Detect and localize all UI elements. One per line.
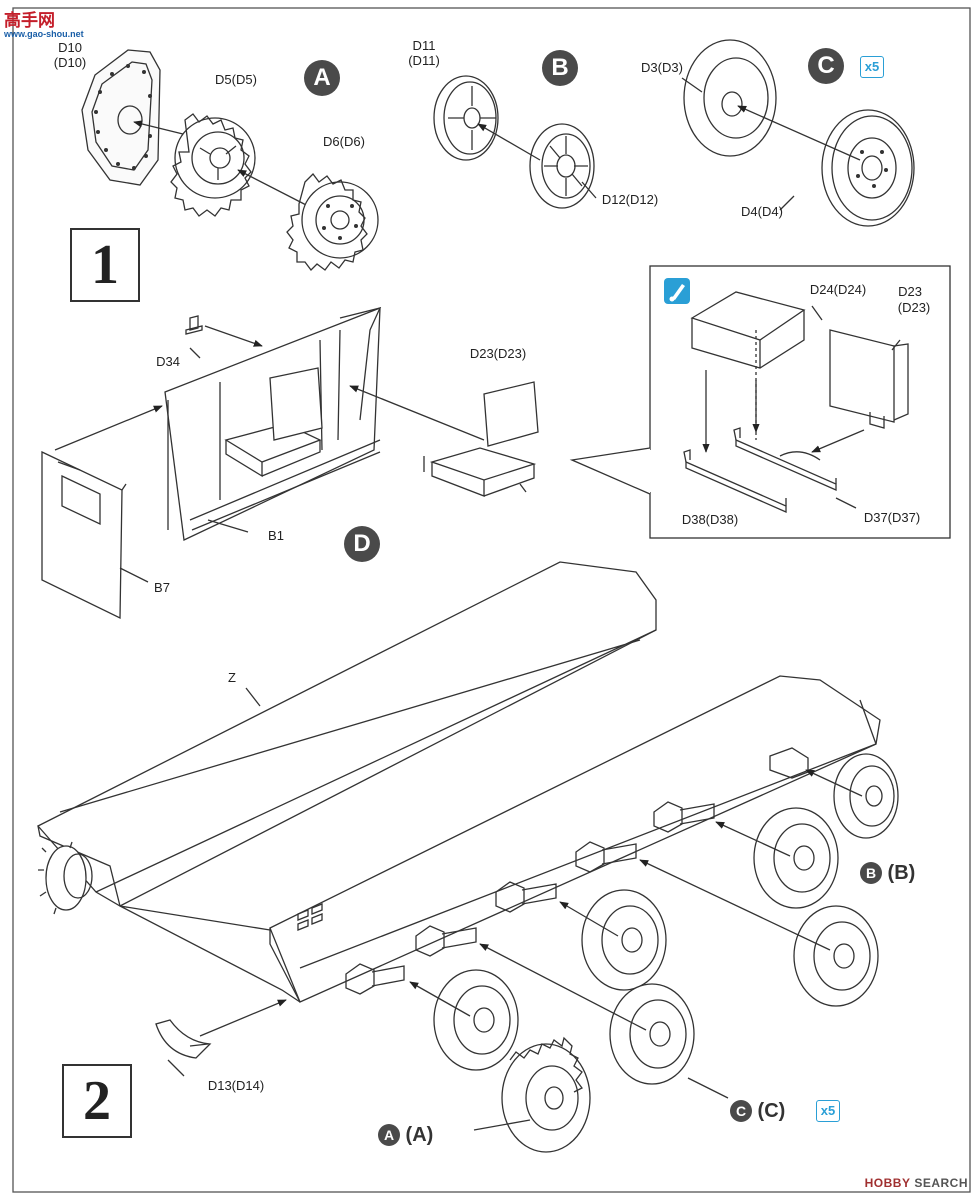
sprocket-step2 — [501, 1036, 591, 1153]
step-number-1: 1 — [70, 228, 140, 302]
label-b7: B7 — [154, 580, 170, 595]
callout-circle-a: A — [304, 60, 340, 96]
label-z: Z — [228, 670, 236, 685]
label-d4: D4(D4) — [741, 204, 783, 219]
callout-b-step2-paren: B — [894, 862, 909, 884]
label-d12: D12(D12) — [601, 192, 659, 207]
inset-rail-d38 — [683, 449, 787, 513]
sprocket-d5 — [170, 113, 256, 217]
callout-c-step2: C (C) — [730, 1098, 785, 1124]
hull-side-b1 — [164, 307, 382, 541]
callout-a-step2-circle: A — [378, 1124, 400, 1146]
detail-inset — [649, 265, 951, 539]
callout-a-step2: A (A) — [378, 1122, 433, 1148]
label-d23-inset: D23 — [898, 284, 922, 299]
wheel-d11 — [433, 75, 499, 161]
quantity-badge-c: x5 — [860, 56, 884, 78]
quantity-badge-c-step2: x5 — [816, 1100, 840, 1122]
page-frame — [12, 7, 971, 1193]
callout-b-step2-circle: B — [860, 862, 882, 884]
label-d6: D6(D6) — [323, 134, 365, 149]
road-wheel-5 — [793, 905, 879, 1007]
callout-circle-d: D — [344, 526, 380, 562]
idler-wheel-d10 — [81, 49, 161, 186]
plate-b7 — [41, 450, 127, 620]
fender-d13 — [155, 1019, 212, 1059]
label-d24: D24(D24) — [809, 282, 867, 297]
seat-d23 — [423, 381, 539, 497]
wheel-d12 — [529, 123, 595, 209]
inset-backrest-d23 — [829, 329, 909, 429]
logo-text: 高手网 — [4, 11, 55, 30]
label-d3: D3(D3) — [641, 60, 683, 75]
road-wheel-2 — [581, 889, 667, 991]
watermark-text: SEARCH — [914, 1176, 968, 1190]
logo-subtext: www.gao-shou.net — [4, 29, 84, 39]
part-d34 — [185, 315, 203, 335]
label-d34: D34 — [156, 354, 180, 369]
label-d23-inset-paren: (D23) — [897, 300, 931, 315]
callout-c-step2-circle: C — [730, 1100, 752, 1122]
site-logo: 高手网 www.gao-shou.net — [4, 6, 84, 39]
callout-circle-c: C — [808, 48, 844, 84]
callout-c-step2-paren: C — [764, 1100, 779, 1122]
road-wheel-1 — [433, 969, 519, 1071]
hull-z — [36, 561, 881, 1003]
callout-circle-b: B — [542, 50, 578, 86]
label-d37: D37(D37) — [863, 510, 921, 525]
label-d10-paren: (D10) — [53, 55, 87, 70]
label-d23-seat: D23(D23) — [469, 346, 527, 361]
label-d11-paren: (D11) — [408, 53, 440, 68]
callout-b-step2: B (B) — [860, 860, 915, 886]
inset-rail-d37 — [733, 427, 837, 491]
idler-wheel-step2 — [833, 753, 899, 839]
road-wheel-3 — [609, 983, 695, 1085]
label-d5: D5(D5) — [215, 72, 257, 87]
label-d38: D38(D38) — [681, 512, 739, 527]
callout-a-step2-paren: A — [412, 1124, 427, 1146]
paint-icon — [664, 278, 690, 304]
sprocket-d6 — [286, 173, 379, 271]
inset-cushion-d24 — [690, 291, 806, 369]
watermark: HOBBY SEARCH — [865, 1176, 968, 1190]
drive-sprocket-rear — [38, 841, 93, 915]
label-d10: D10 — [58, 40, 82, 55]
road-wheel-4 — [753, 807, 839, 909]
label-d13: D13(D14) — [207, 1078, 265, 1093]
watermark-brand: HOBBY — [864, 1176, 911, 1190]
label-d11: D11 — [412, 38, 436, 53]
label-b1: B1 — [268, 528, 284, 543]
suspension-arms — [345, 747, 809, 995]
step-number-2: 2 — [62, 1064, 132, 1138]
tire-d3 — [683, 39, 777, 157]
wheel-d4 — [821, 109, 915, 227]
